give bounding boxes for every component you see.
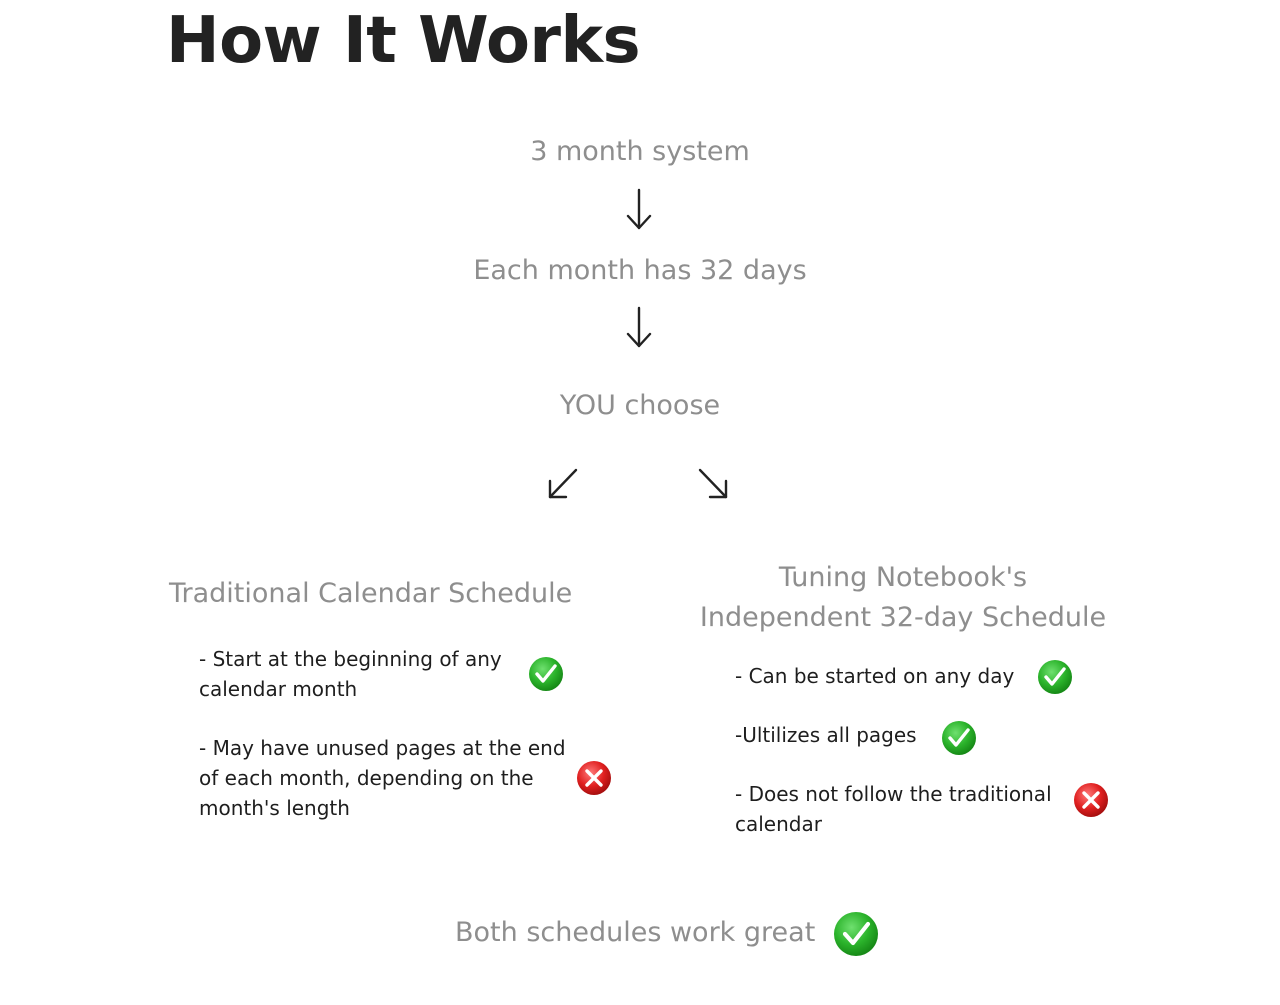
footer-text: Both schedules work great: [455, 917, 816, 948]
traditional-schedule-heading: Traditional Calendar Schedule: [169, 578, 573, 609]
check-icon: [832, 910, 880, 958]
check-icon: [940, 719, 978, 757]
flow-step-32-days: Each month has 32 days: [473, 255, 807, 286]
cross-icon: [575, 759, 613, 797]
list-item-line: month's length: [199, 796, 350, 820]
list-item-line: - Does not follow the traditional: [735, 782, 1052, 806]
cross-icon: [1072, 781, 1110, 819]
list-item: - Can be started on any day: [735, 661, 1014, 691]
page-title: How It Works: [166, 4, 641, 78]
down-left-arrow-icon: [546, 467, 580, 501]
down-arrow-icon: [624, 306, 654, 350]
list-item: - May have unused pages at the end of ea…: [199, 733, 566, 823]
list-item: - Start at the beginning of any calendar…: [199, 644, 502, 704]
list-item-line: of each month, depending on the: [199, 766, 534, 790]
heading-line: Independent 32-day Schedule: [699, 602, 1107, 633]
list-item: - Does not follow the traditional calend…: [735, 779, 1052, 839]
list-item-line: calendar month: [199, 677, 358, 701]
down-arrow-icon: [624, 188, 654, 232]
list-item-line: - Can be started on any day: [735, 664, 1015, 688]
flow-step-three-month-system: 3 month system: [530, 136, 750, 167]
list-item-line: calendar: [735, 812, 822, 836]
down-right-arrow-icon: [696, 467, 730, 501]
heading-line: Tuning Notebook's: [778, 562, 1028, 593]
check-icon: [527, 655, 565, 693]
list-item-line: -Ultilizes all pages: [735, 723, 917, 747]
list-item-line: - May have unused pages at the end: [199, 736, 566, 760]
list-item: -Ultilizes all pages: [735, 720, 917, 750]
list-item-line: - Start at the beginning of any: [199, 647, 502, 671]
flow-step-you-choose: YOU choose: [559, 390, 721, 421]
check-icon: [1036, 658, 1074, 696]
independent-schedule-heading: Tuning Notebook's Independent 32-day Sch…: [696, 558, 1110, 638]
